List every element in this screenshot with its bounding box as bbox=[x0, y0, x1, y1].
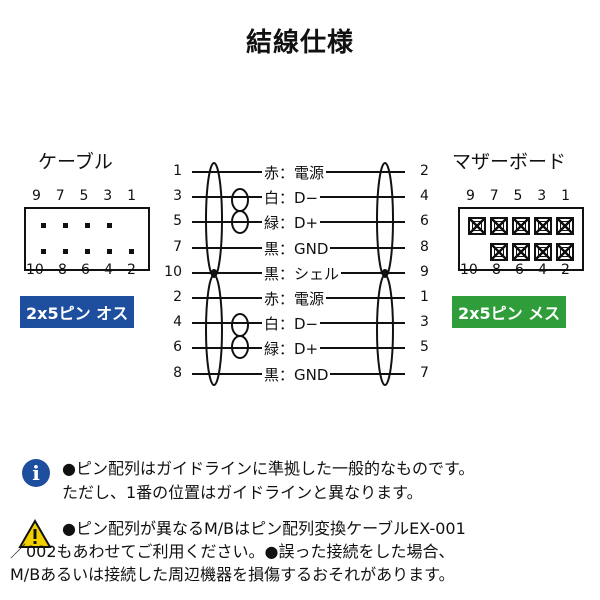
wire-right-pin: 1 bbox=[420, 289, 429, 305]
pin-hole bbox=[78, 243, 96, 261]
wire-left-pin: 1 bbox=[173, 163, 182, 179]
wire-left-pin: 2 bbox=[173, 289, 182, 305]
page-title: 結線仕様 bbox=[245, 28, 354, 58]
motherboard-title: マザーボード bbox=[452, 151, 567, 173]
wire-right-pin: 6 bbox=[420, 213, 429, 229]
pin-number: 4 bbox=[538, 262, 547, 278]
info-note-line: ただし、1番の位置はガイドラインと異なります。 bbox=[62, 483, 423, 502]
wire-label: 緑：D+ bbox=[262, 212, 321, 233]
motherboard-type-badge: 2x5ピン メス bbox=[452, 296, 567, 328]
wire-label: 白：D− bbox=[262, 187, 321, 208]
wire-right-pin: 8 bbox=[420, 239, 429, 255]
wire-label: 黒：GND bbox=[262, 238, 331, 259]
pin-hole bbox=[56, 243, 74, 261]
wire-left-pin: 7 bbox=[173, 239, 182, 255]
pin-number: 3 bbox=[537, 188, 547, 204]
wire-label: 赤：電源 bbox=[262, 288, 327, 309]
pin-number: 1 bbox=[561, 188, 570, 204]
pin-hole bbox=[122, 243, 140, 261]
wire-right-pin: 4 bbox=[420, 188, 429, 204]
wire-right-pin: 5 bbox=[420, 339, 429, 355]
cable-bottom-pin-numbers: 10 8 6 4 2 bbox=[26, 262, 136, 278]
pin-number: 7 bbox=[55, 188, 65, 204]
wire-left-pin: 10 bbox=[164, 264, 182, 280]
cable-connector-male bbox=[24, 207, 150, 271]
warning-note-line1: ●ピン配列が異なるM/Bはピン配列変換ケーブルEX-001 bbox=[62, 519, 466, 538]
pin-number: 2 bbox=[561, 262, 570, 278]
wire-right-pin: 2 bbox=[420, 163, 429, 179]
pin-number: 7 bbox=[489, 188, 499, 204]
twisted-pair-lower-a bbox=[231, 313, 249, 337]
motherboard-connector-female bbox=[458, 207, 584, 271]
warning-icon bbox=[18, 519, 52, 548]
cable-title: ケーブル bbox=[38, 151, 113, 173]
wire-label: 赤：電源 bbox=[262, 162, 327, 183]
pin-number: 2 bbox=[127, 262, 136, 278]
wire-right-pin: 9 bbox=[420, 264, 429, 280]
info-icon: i bbox=[22, 459, 50, 487]
pin-socket bbox=[512, 243, 530, 261]
pin-socket bbox=[512, 217, 530, 235]
pin-number: 9 bbox=[466, 188, 475, 204]
pin-socket bbox=[468, 217, 486, 235]
cable-top-pin-numbers: 9 7 5 3 1 bbox=[32, 188, 136, 204]
pin-number: 10 bbox=[460, 262, 478, 278]
pin-socket bbox=[534, 243, 552, 261]
pin-hole bbox=[100, 243, 118, 261]
pin-number: 6 bbox=[80, 262, 90, 278]
right-upper-bundle bbox=[376, 162, 394, 278]
wire-right-pin: 7 bbox=[420, 365, 429, 381]
warning-note-line: M/Bあるいは接続した周辺機器を損傷するおそれがあります。 bbox=[10, 565, 455, 584]
wire-left-pin: 5 bbox=[173, 213, 182, 229]
pin-number: 8 bbox=[491, 262, 501, 278]
pin-hole bbox=[78, 217, 96, 235]
pin-number: 8 bbox=[57, 262, 67, 278]
wire-label: 白：D− bbox=[262, 313, 321, 334]
twisted-pair-lower-b bbox=[231, 335, 249, 359]
pin-number: 5 bbox=[513, 188, 523, 204]
wire-label: 緑：D+ bbox=[262, 338, 321, 359]
warning-note-rest: ／002もあわせてご利用ください。●誤った接続をした場合、 M/Bあるいは接続し… bbox=[10, 540, 455, 586]
pin-number: 5 bbox=[79, 188, 89, 204]
wire-label: 黒：シェル bbox=[262, 263, 342, 284]
pin-number: 4 bbox=[104, 262, 113, 278]
warning-note-line: ／002もあわせてご利用ください。●誤った接続をした場合、 bbox=[10, 542, 455, 561]
pin-hole bbox=[56, 217, 74, 235]
pin-socket bbox=[490, 243, 508, 261]
pin-hole bbox=[100, 217, 118, 235]
wire-label: 黒：GND bbox=[262, 364, 331, 385]
info-note: ●ピン配列はガイドラインに準拠した一般的なものです。 ただし、1番の位置はガイド… bbox=[62, 457, 474, 505]
shell-junction-right bbox=[382, 269, 388, 275]
pin-number: 3 bbox=[103, 188, 113, 204]
pin-number: 10 bbox=[26, 262, 44, 278]
wire-left-pin: 4 bbox=[173, 314, 182, 330]
pin-socket bbox=[556, 217, 574, 235]
shell-junction-left bbox=[211, 269, 217, 275]
pin-number: 9 bbox=[32, 188, 41, 204]
pin-socket bbox=[556, 243, 574, 261]
mb-top-pin-numbers: 9 7 5 3 1 bbox=[466, 188, 570, 204]
wire-right-pin: 3 bbox=[420, 314, 429, 330]
pin-hole bbox=[34, 243, 52, 261]
mb-bottom-pin-numbers: 10 8 6 4 2 bbox=[460, 262, 570, 278]
twisted-pair-upper-a bbox=[231, 188, 249, 212]
twisted-pair-upper-b bbox=[231, 210, 249, 234]
wire-left-pin: 8 bbox=[173, 365, 182, 381]
right-lower-bundle bbox=[376, 274, 394, 386]
pin-socket bbox=[534, 217, 552, 235]
pin-number: 6 bbox=[514, 262, 524, 278]
info-note-line: ●ピン配列はガイドラインに準拠した一般的なものです。 bbox=[62, 459, 475, 478]
pin-hole bbox=[34, 217, 52, 235]
pin-socket bbox=[490, 217, 508, 235]
left-upper-bundle bbox=[205, 162, 223, 278]
left-lower-bundle bbox=[205, 274, 223, 386]
wire-left-pin: 6 bbox=[173, 339, 182, 355]
pin-number: 1 bbox=[127, 188, 136, 204]
cable-type-badge: 2x5ピン オス bbox=[20, 296, 135, 328]
wire-left-pin: 3 bbox=[173, 188, 182, 204]
